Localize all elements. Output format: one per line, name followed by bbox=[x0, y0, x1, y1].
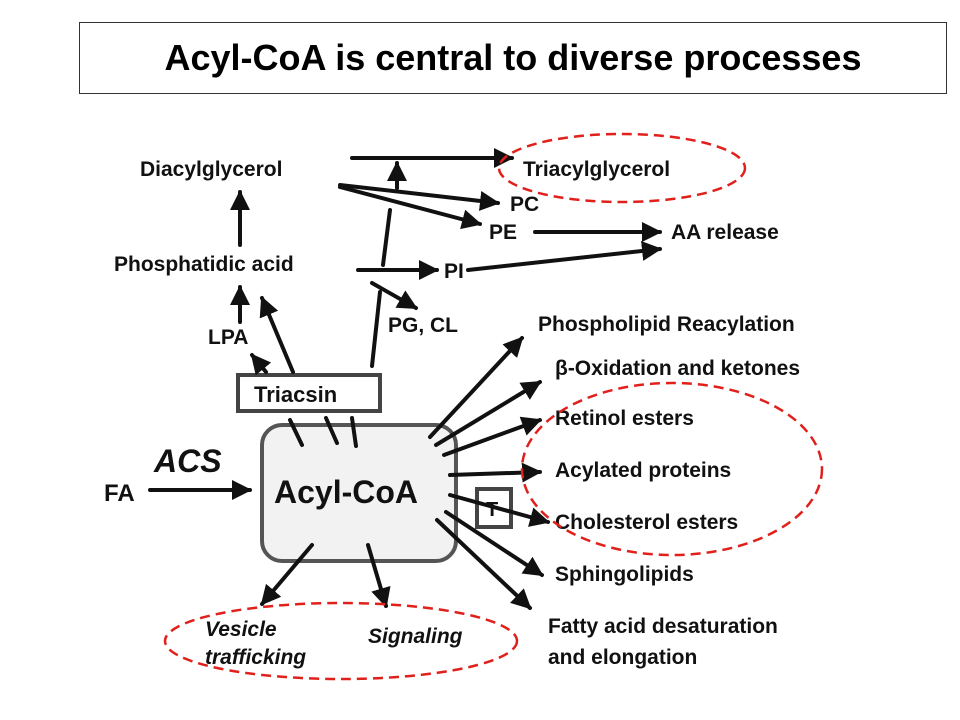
node-phosphatidic-acid: Phosphatidic acid bbox=[114, 253, 294, 276]
node-signaling: Signaling bbox=[368, 625, 463, 648]
acyl-coa-label: Acyl-CoA bbox=[274, 474, 418, 510]
node-pc: PC bbox=[510, 193, 539, 216]
node-acs: ACS bbox=[153, 443, 222, 479]
triacsin-label: Triacsin bbox=[254, 382, 337, 407]
node-retinol-esters: Retinol esters bbox=[555, 407, 694, 430]
highlight-vesicle-signaling bbox=[163, 601, 519, 681]
line-acyl-triacsin-1 bbox=[288, 418, 304, 447]
page-title: Acyl-CoA is central to diverse processes bbox=[164, 37, 862, 78]
node-aa-release: AA release bbox=[671, 221, 779, 244]
arrow-dag-pe bbox=[338, 185, 482, 230]
arrow-signaling bbox=[366, 543, 391, 608]
acyl-coa-box bbox=[260, 423, 458, 563]
arrow-to-lpa bbox=[250, 353, 272, 376]
node-fatty-acid-line1: Fatty acid desaturation bbox=[548, 615, 778, 638]
highlight-ellipses bbox=[163, 132, 824, 681]
node-fatty-acid-line2: and elongation bbox=[548, 646, 697, 669]
arrow-acylated bbox=[448, 462, 542, 483]
arrow-vesicle bbox=[260, 543, 314, 606]
node-triacylglycerol: Triacylglycerol bbox=[523, 158, 670, 181]
arrows bbox=[148, 148, 662, 610]
node-pg-cl: PG, CL bbox=[388, 314, 458, 337]
arrow-dag-pc bbox=[338, 183, 500, 211]
node-diacylglycerol: Diacylglycerol bbox=[140, 158, 282, 181]
node-cholesterol-esters: Cholesterol esters bbox=[555, 511, 738, 534]
arrow-cholesterol bbox=[448, 493, 550, 527]
arrow-phospholipid bbox=[428, 336, 524, 439]
arrow-beta-ox bbox=[434, 380, 542, 447]
title-box: Acyl-CoA is central to diverse processes bbox=[79, 22, 947, 94]
line-to-pa-right bbox=[370, 290, 382, 368]
arrow-sphingolipids bbox=[444, 510, 544, 577]
node-sphingolipids: Sphingolipids bbox=[555, 563, 694, 586]
arrow-fatty-acid bbox=[435, 518, 532, 610]
triacsin-box bbox=[236, 373, 382, 413]
arrow-pa-pgcl bbox=[370, 281, 418, 310]
node-phospholipid-reacylation: Phospholipid Reacylation bbox=[538, 313, 795, 336]
node-pe: PE bbox=[489, 221, 517, 244]
line-acyl-triacsin-2 bbox=[324, 416, 339, 445]
arrow-retinol bbox=[442, 416, 542, 457]
highlight-triacylglycerol bbox=[497, 132, 747, 204]
highlight-esters-proteins bbox=[520, 381, 824, 557]
node-vesicle-line1: Vesicle bbox=[205, 618, 277, 641]
node-lpa: LPA bbox=[208, 326, 248, 349]
node-pi: PI bbox=[444, 260, 464, 283]
node-beta-oxidation: β-Oxidation and ketones bbox=[555, 357, 800, 380]
node-acylated-proteins: Acylated proteins bbox=[555, 459, 731, 482]
arrow-pi-aa bbox=[466, 241, 662, 272]
node-vesicle-line2: trafficking bbox=[205, 646, 306, 669]
line-vertical-mid bbox=[381, 208, 392, 267]
node-fa: FA bbox=[104, 480, 135, 507]
line-acyl-triacsin-3 bbox=[350, 416, 358, 448]
t-label: T bbox=[486, 499, 498, 521]
arrow-to-pa-diag bbox=[259, 296, 295, 374]
